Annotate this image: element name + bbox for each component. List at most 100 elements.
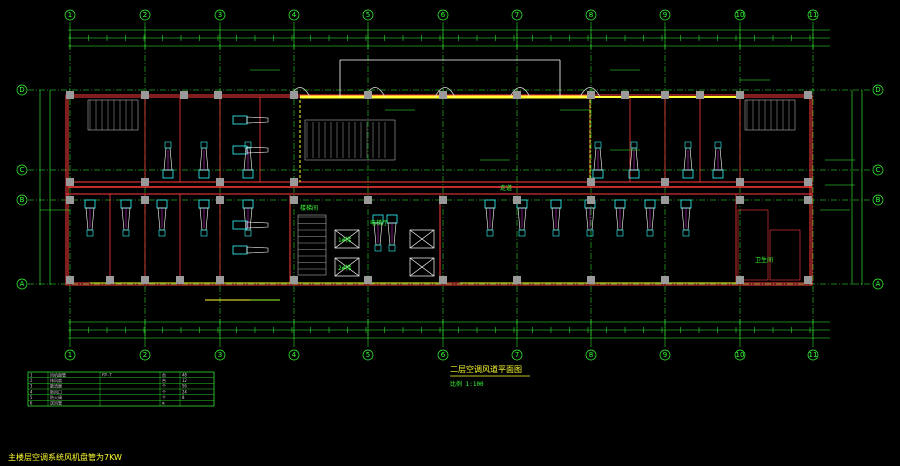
legend-cell: 台 — [162, 371, 166, 377]
room-label: 楼梯间 — [300, 204, 318, 212]
fan-coil-unit — [712, 141, 724, 179]
fan-coil-unit — [614, 199, 626, 237]
fan-coil-unit — [242, 199, 254, 237]
grid-axis-label: 3 — [218, 11, 222, 19]
fan-coil-unit — [628, 141, 640, 179]
legend-cell: 5 — [30, 395, 33, 400]
room-label: 电梯厅 — [370, 219, 388, 227]
legend-cell: 防火阀 — [50, 394, 62, 400]
fan-coil-unit — [584, 199, 596, 237]
fan-coil-unit — [156, 199, 168, 237]
annotation-labels — [40, 69, 855, 301]
stairs — [87, 99, 796, 276]
grid-axis-label: B — [876, 196, 881, 204]
bottom-dimension-lines — [68, 321, 830, 339]
footer-note: 主楼层空调系统风机盘管为7KW — [8, 452, 122, 462]
legend-cell: 12 — [182, 378, 187, 383]
grid-axis-label: 10 — [736, 11, 745, 19]
fan-coil-unit — [644, 199, 656, 237]
legend-cell: 个 — [162, 395, 166, 400]
legend-cell: 散流器 — [50, 383, 62, 389]
legend-cell: 3 — [30, 384, 33, 389]
fan-coil-unit — [232, 220, 248, 230]
room-partitions — [109, 97, 741, 283]
fan-coil-units — [84, 115, 724, 255]
legend-cell: 新风口 — [50, 388, 62, 394]
room-label: 走道 — [500, 184, 512, 192]
legend-cell: 2 — [30, 378, 33, 383]
fan-coil-unit — [550, 199, 562, 237]
grid-axis-label: 5 — [366, 11, 370, 19]
legend-cell: 48 — [182, 372, 187, 377]
grid-axis-label: 4 — [292, 11, 297, 19]
fan-coil-unit — [680, 199, 692, 237]
grid-axis-label: 6 — [441, 11, 446, 19]
grid-axis-label: 9 — [663, 11, 667, 19]
grid-axis-label: A — [20, 280, 25, 288]
room-label: 2#梯 — [338, 264, 351, 272]
structural-columns — [66, 91, 812, 284]
legend-cell: 24 — [182, 389, 187, 394]
fan-coil-unit — [242, 141, 254, 179]
grid-axis-label: D — [19, 86, 24, 94]
fan-coil-unit — [232, 115, 248, 125]
plan-subtitle: 比例 1:100 — [450, 380, 484, 388]
stair-steps — [89, 100, 790, 270]
grid-axis-label: 10 — [736, 351, 745, 359]
grid-axis-label: 7 — [515, 11, 519, 19]
fan-coil-unit — [198, 199, 210, 237]
grid-axis-label: 7 — [515, 351, 519, 359]
grid-axis-label: 9 — [663, 351, 667, 359]
fan-coil-unit — [592, 141, 604, 179]
grid-axis-label: 3 — [218, 351, 222, 359]
plan-title: 二层空调风道平面图 — [450, 364, 522, 374]
fan-coil-unit — [198, 141, 210, 179]
toilet-block — [737, 209, 801, 281]
grid-axis-label: 6 — [441, 351, 446, 359]
elevators — [334, 229, 435, 277]
fan-coil-unit — [120, 199, 132, 237]
legend-cell: 56 — [182, 384, 187, 389]
fan-coil-unit — [84, 199, 96, 237]
grid-axis-label: B — [20, 196, 25, 204]
grid-axis-label: C — [876, 166, 881, 174]
fan-coil-unit — [162, 141, 174, 179]
legend-cell: 个 — [162, 389, 166, 394]
legend-cell: 送风管 — [50, 400, 62, 406]
legend-cell: m — [162, 401, 165, 406]
grid-axis-label: D — [875, 86, 880, 94]
grid-axis-label: 5 — [366, 351, 370, 359]
grid-axis-label: 1 — [68, 11, 72, 19]
room-labels: 卫生间 1#梯 2#梯 电梯厅 楼梯间 走道 — [300, 184, 773, 272]
legend-cell: 1 — [30, 372, 33, 377]
legend-cell: 排风扇 — [50, 377, 62, 383]
fan-coil-unit — [682, 141, 694, 179]
grid-axis-label: 4 — [292, 351, 297, 359]
legend-cell: 6 — [30, 401, 33, 406]
legend-cell: 8 — [182, 395, 185, 400]
fan-coil-unit — [386, 214, 398, 252]
legend-cell: 台 — [162, 377, 166, 383]
legend-cell: 个 — [162, 384, 166, 389]
grid-axis-label: 1 — [68, 351, 72, 359]
grid-axis-label: A — [876, 280, 881, 288]
side-dimension-lines — [39, 90, 863, 285]
grid-axis-label: 11 — [809, 11, 818, 19]
fan-coil-unit — [232, 245, 248, 255]
fan-coil-unit — [484, 199, 496, 237]
legend-cell: 4 — [30, 389, 33, 394]
room-label: 卫生间 — [755, 256, 773, 264]
grid-axis-label: 11 — [809, 351, 818, 359]
fan-coil-unit — [372, 214, 384, 252]
fan-coil-unit — [516, 199, 528, 237]
top-dimension-lines — [68, 29, 830, 47]
legend-cell: FP-7 — [102, 372, 112, 377]
room-label: 1#梯 — [338, 236, 351, 244]
grid-axis-label: 2 — [143, 11, 147, 19]
grid-axis-label: 8 — [589, 11, 593, 19]
legend-cell: 风机盘管 — [50, 371, 66, 377]
grid-axis-label: 8 — [589, 351, 593, 359]
